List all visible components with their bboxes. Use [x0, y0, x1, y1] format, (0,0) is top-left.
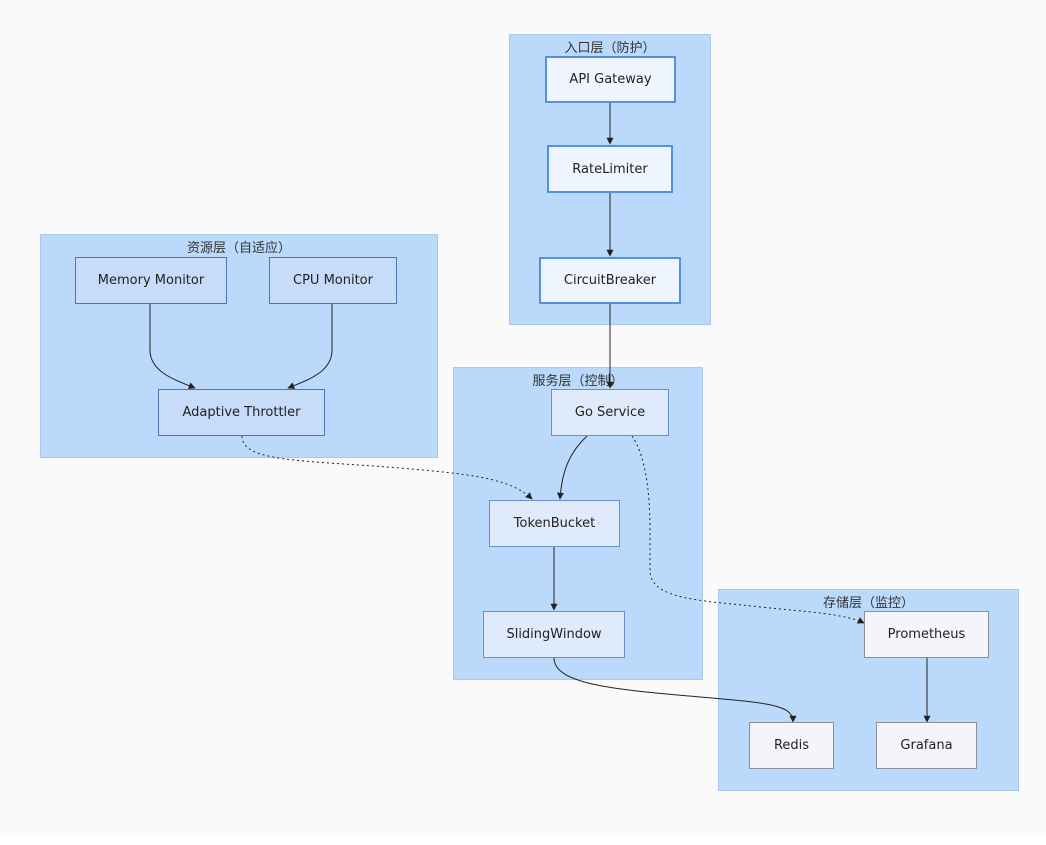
node-api-gateway[interactable]: API Gateway — [545, 56, 676, 103]
node-label-sliding-window: SlidingWindow — [506, 627, 602, 642]
node-label-memory-monitor: Memory Monitor — [97, 273, 205, 288]
group-title-service: 服务层（控制） — [532, 374, 624, 389]
group-title-storage: 存储层（监控） — [822, 596, 914, 611]
node-cpu-monitor[interactable]: CPU Monitor — [269, 257, 397, 304]
node-rate-limiter[interactable]: RateLimiter — [547, 145, 673, 193]
node-token-bucket[interactable]: TokenBucket — [489, 500, 620, 547]
node-label-adaptive-throttler: Adaptive Throttler — [182, 405, 301, 420]
node-label-redis: Redis — [773, 738, 810, 753]
node-label-api-gateway: API Gateway — [569, 72, 652, 87]
group-title-entry: 入口层（防护） — [564, 41, 656, 56]
node-sliding-window[interactable]: SlidingWindow — [483, 611, 625, 658]
node-label-cpu-monitor: CPU Monitor — [293, 273, 373, 288]
node-grafana[interactable]: Grafana — [876, 722, 977, 769]
node-adaptive-throttler[interactable]: Adaptive Throttler — [158, 389, 325, 436]
node-label-circuit-breaker: CircuitBreaker — [563, 273, 657, 288]
node-label-prometheus: Prometheus — [887, 627, 966, 642]
node-label-token-bucket: TokenBucket — [513, 516, 596, 531]
node-label-grafana: Grafana — [900, 738, 953, 753]
node-redis[interactable]: Redis — [749, 722, 834, 769]
group-title-resource: 资源层（自适应） — [186, 241, 291, 256]
node-prometheus[interactable]: Prometheus — [864, 611, 989, 658]
node-memory-monitor[interactable]: Memory Monitor — [75, 257, 227, 304]
node-label-go-service: Go Service — [574, 405, 646, 420]
node-circuit-breaker[interactable]: CircuitBreaker — [539, 257, 681, 304]
node-label-rate-limiter: RateLimiter — [572, 161, 648, 177]
node-go-service[interactable]: Go Service — [551, 389, 669, 436]
